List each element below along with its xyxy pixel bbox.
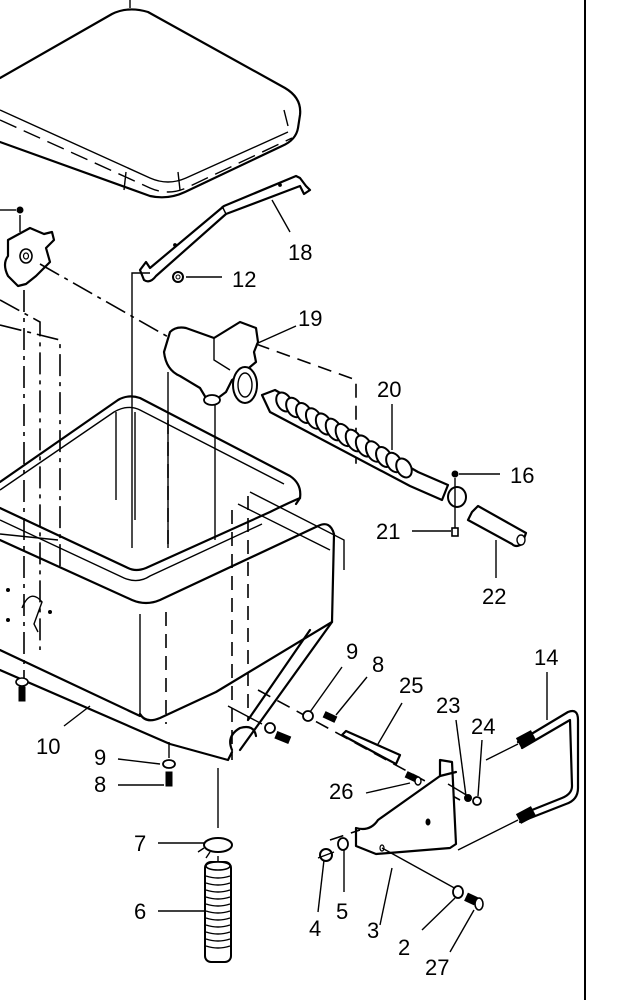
washer-5 <box>337 837 349 851</box>
auger-coil <box>395 457 413 479</box>
hose-corrugation <box>205 938 231 942</box>
hose-corrugation <box>205 924 231 928</box>
bolt-8-right <box>322 711 338 723</box>
bracket-strap <box>138 174 312 283</box>
callout-8-left: 8 <box>94 772 106 797</box>
washer-2 <box>452 885 464 899</box>
callout-2: 2 <box>398 935 410 960</box>
hopper-body <box>0 395 336 762</box>
auger-end-fittings <box>447 470 528 548</box>
callout-24: 24 <box>471 714 495 739</box>
bolt-27 <box>464 892 484 911</box>
hose-corrugation <box>205 910 231 914</box>
callout-7: 7 <box>134 831 146 856</box>
right-pivot-hook <box>227 705 292 752</box>
callout-27: 27 <box>425 955 449 980</box>
nut-24 <box>472 796 482 806</box>
leader-lines <box>63 199 548 953</box>
callout-9-right: 9 <box>346 639 358 664</box>
washer-9-right <box>302 710 314 722</box>
washer-9-left <box>162 742 176 769</box>
left-screw <box>15 677 29 702</box>
u-bolt <box>457 709 580 851</box>
hose-corrugation <box>205 875 231 879</box>
bolt-8-left <box>165 771 173 787</box>
callout-22: 22 <box>482 584 506 609</box>
bolt-26 <box>404 771 422 786</box>
hose-corrugation <box>205 945 231 949</box>
nut-12 <box>172 271 184 283</box>
link-25 <box>340 729 402 766</box>
callout-4: 4 <box>309 916 321 941</box>
callout-20: 20 <box>377 377 401 402</box>
hose-corrugation <box>205 882 231 886</box>
callout-21: 21 <box>376 519 400 544</box>
callout-3: 3 <box>367 918 379 943</box>
callout-10: 10 <box>36 734 60 759</box>
hose-corrugation <box>205 917 231 921</box>
nut-4 <box>317 848 335 862</box>
mount-plate <box>354 758 458 856</box>
auger-housing <box>162 320 260 548</box>
callout-5: 5 <box>336 899 348 924</box>
lid <box>0 0 302 199</box>
callout-8-right: 8 <box>372 652 384 677</box>
nut-23 <box>464 794 472 802</box>
callout-23: 23 <box>436 693 460 718</box>
hose-clamp <box>197 837 233 859</box>
callout-14: 14 <box>534 645 558 670</box>
left-assembly-lines <box>0 290 61 678</box>
callout-18: 18 <box>288 240 312 265</box>
callout-19: 19 <box>298 306 322 331</box>
callout-25: 25 <box>399 673 423 698</box>
callout-6: 6 <box>134 899 146 924</box>
left-pivot-bracket <box>0 206 56 288</box>
hose <box>204 861 232 963</box>
auger <box>260 388 450 502</box>
callout-12: 12 <box>232 267 256 292</box>
hose-corrugation <box>205 903 231 907</box>
callout-16: 16 <box>510 463 534 488</box>
callout-26: 26 <box>329 779 353 804</box>
hose-corrugation <box>205 931 231 935</box>
callout-9-left: 9 <box>94 745 106 770</box>
hose-corrugation <box>205 896 231 900</box>
hose-corrugation <box>205 889 231 893</box>
